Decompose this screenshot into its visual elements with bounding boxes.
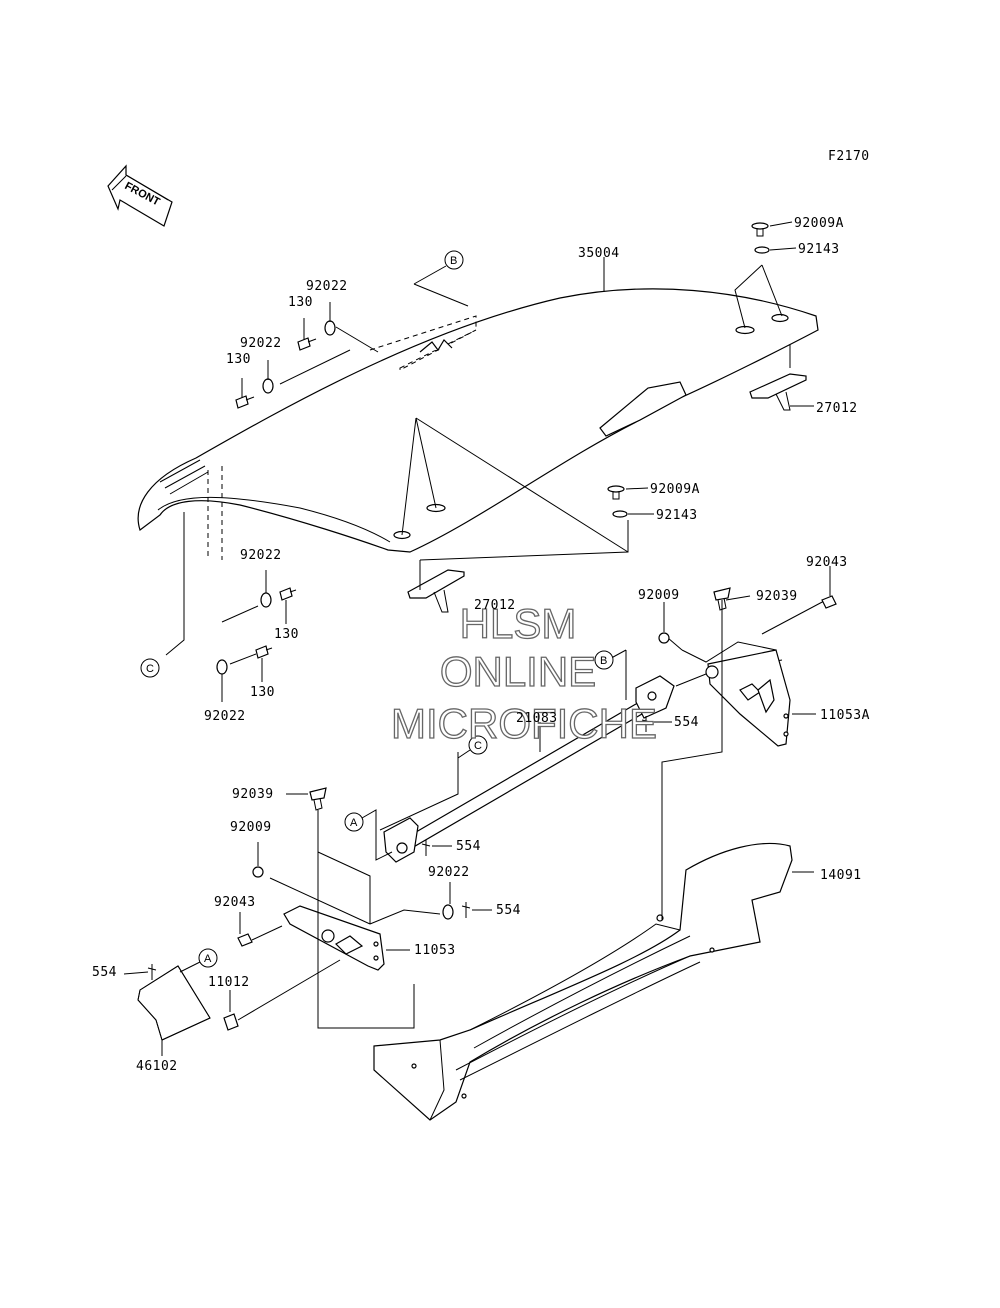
clip-92039-right: [713, 587, 731, 611]
rear-cover-part: [137, 288, 819, 560]
label-92022-c: 92022: [240, 548, 282, 563]
label-92022-e: 92022: [428, 865, 470, 880]
callout-b-top: B: [444, 250, 464, 270]
label-35004: 35004: [578, 246, 620, 261]
label-554-mid: 554: [456, 839, 481, 854]
screw-92009A-mid: [607, 485, 625, 500]
svg-text:ONLINE: ONLINE: [440, 648, 596, 695]
front-arrow-icon: FRONT: [107, 164, 173, 227]
collar-92043-left: [237, 933, 253, 947]
cotter-pin-554-right: [641, 716, 651, 732]
label-92143-top: 92143: [798, 242, 840, 257]
frame-rod-21083: [383, 675, 675, 863]
washer-92022-e: [442, 904, 454, 920]
svg-text:A: A: [204, 953, 212, 965]
svg-text:A: A: [350, 817, 358, 829]
bracket-11053A: [705, 649, 791, 747]
label-92143-mid: 92143: [656, 508, 698, 523]
label-27012-mid: 27012: [474, 598, 516, 613]
label-130-b: 130: [226, 352, 251, 367]
bracket-27012-mid: [407, 569, 465, 599]
label-92009-left: 92009: [230, 820, 272, 835]
callout-a-mid: A: [344, 812, 364, 832]
bolt-130-a: [297, 337, 317, 351]
label-130-c: 130: [274, 627, 299, 642]
svg-text:B: B: [450, 255, 457, 267]
label-11053: 11053: [414, 943, 456, 958]
screw-92009A-top: [751, 222, 769, 237]
label-14091: 14091: [820, 868, 862, 883]
label-554-right: 554: [674, 715, 699, 730]
bolt-130-c: [279, 587, 297, 601]
label-11012: 11012: [208, 975, 250, 990]
figure-code: F2170: [828, 149, 870, 164]
svg-text:C: C: [146, 663, 154, 675]
bracket-27012-right: [749, 373, 807, 399]
callout-c-mid: C: [468, 735, 488, 755]
cotter-pin-554-left: [147, 964, 157, 980]
label-21083: 21083: [516, 711, 558, 726]
label-46102: 46102: [136, 1059, 178, 1074]
cap-11012: [223, 1013, 239, 1031]
label-92039-right: 92039: [756, 589, 798, 604]
collar-92043-right: [821, 595, 837, 609]
handle-46102: [137, 965, 211, 1041]
cotter-pin-554-mid: [421, 840, 431, 856]
label-92022-a: 92022: [306, 279, 348, 294]
svg-text:MICROFICHE: MICROFICHE: [391, 700, 657, 747]
svg-text:C: C: [474, 740, 482, 752]
washer-92022-a: [324, 320, 336, 336]
washer-92022-d: [216, 659, 228, 675]
tray-14091: [373, 842, 793, 1121]
label-554-left: 554: [92, 965, 117, 980]
screw-92009-left: [252, 866, 264, 878]
label-11053A: 11053A: [820, 708, 870, 723]
callout-a-left: A: [198, 948, 218, 968]
label-27012-right: 27012: [816, 401, 858, 416]
washer-92143-mid: [612, 510, 628, 518]
svg-text:B: B: [600, 655, 607, 667]
washer-92022-c: [260, 592, 272, 608]
label-92022-b: 92022: [240, 336, 282, 351]
label-130-a: 130: [288, 295, 313, 310]
label-92039-left: 92039: [232, 787, 274, 802]
label-554-low: 554: [496, 903, 521, 918]
label-92022-d: 92022: [204, 709, 246, 724]
screw-92009-right: [658, 632, 670, 644]
bolt-130-d: [255, 645, 273, 659]
label-92009A-top: 92009A: [794, 216, 844, 231]
label-130-d: 130: [250, 685, 275, 700]
bolt-130-b: [235, 395, 255, 409]
callout-c-left: C: [140, 658, 160, 678]
watermark: HLSM ONLINE MICROFICHE: [390, 599, 657, 747]
callout-b-mid: B: [594, 650, 614, 670]
cotter-pin-554-low: [461, 902, 471, 918]
washer-92022-b: [262, 378, 274, 394]
label-92043-left: 92043: [214, 895, 256, 910]
label-92009A-mid: 92009A: [650, 482, 700, 497]
label-92009-right: 92009: [638, 588, 680, 603]
clip-92039-left: [309, 787, 327, 811]
washer-92143-top: [754, 246, 770, 254]
svg-text:HLSM: HLSM: [460, 600, 577, 647]
label-92043-right: 92043: [806, 555, 848, 570]
bracket-11053: [283, 905, 385, 971]
